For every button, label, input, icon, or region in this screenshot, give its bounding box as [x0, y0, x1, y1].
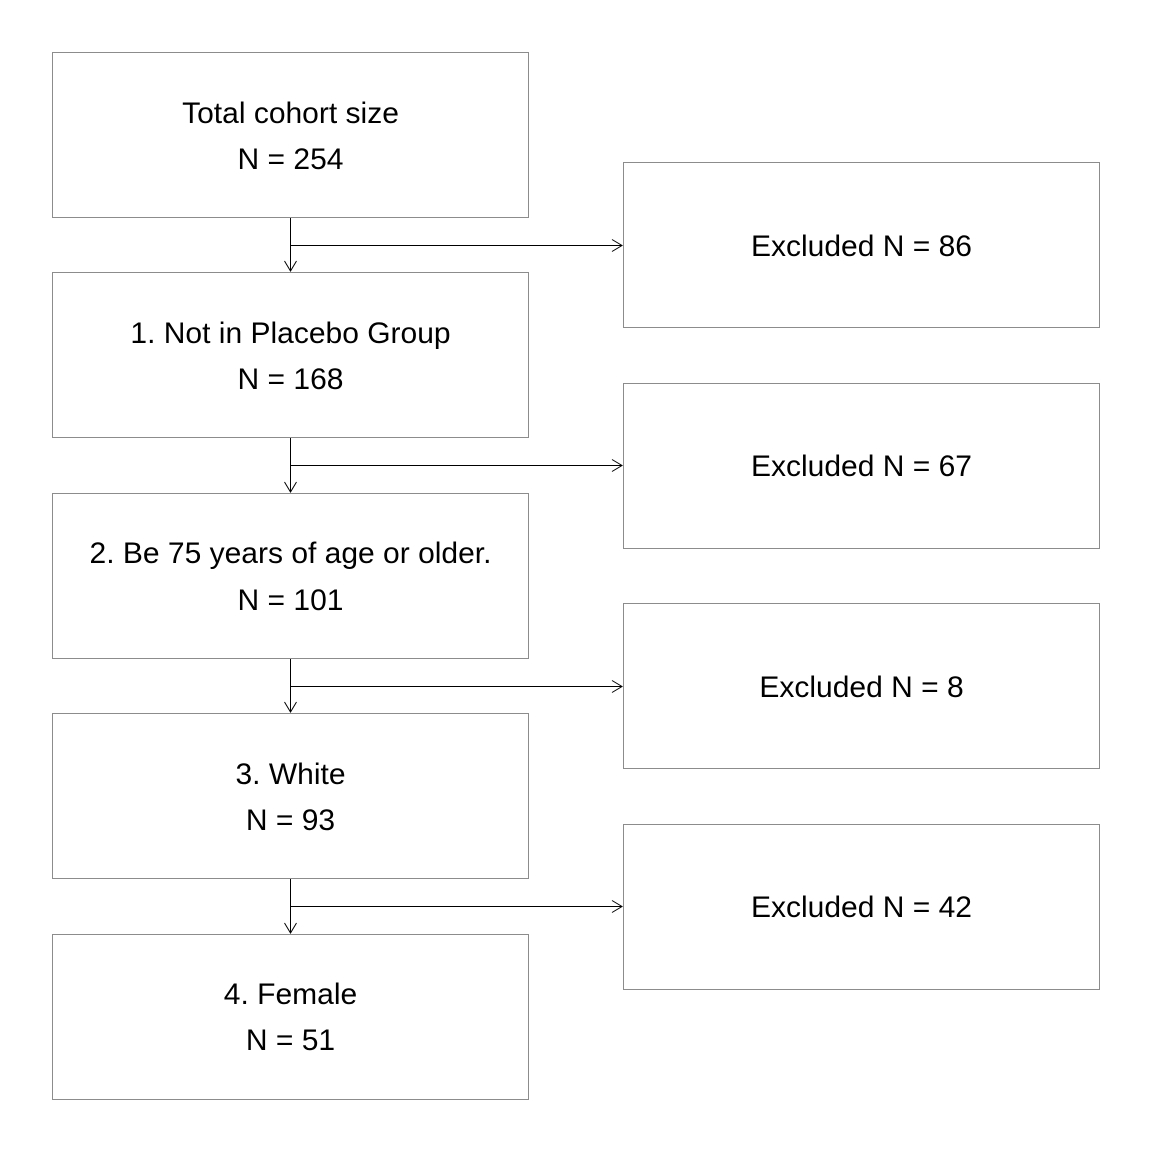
- step-label: 2. Be 75 years of age or older.: [90, 537, 492, 570]
- exclusion-box-3: Excluded N = 8: [623, 603, 1100, 769]
- connector-1: [284, 218, 623, 272]
- down-arrowhead-icon: [284, 260, 297, 272]
- connector-3: [284, 659, 623, 713]
- step-box-1: 1. Not in Placebo Group N = 168: [52, 272, 529, 438]
- step-box-frame: [52, 713, 529, 879]
- down-arrowhead-icon: [284, 481, 297, 493]
- exclusion-label: Excluded N = 67: [751, 450, 972, 483]
- step-count: N = 168: [238, 363, 344, 396]
- step-box-frame: [52, 52, 529, 218]
- step-box-2: 2. Be 75 years of age or older. N = 101: [52, 493, 529, 659]
- step-label: 3. White: [235, 758, 345, 791]
- step-box-frame: [52, 934, 529, 1100]
- step-count: N = 93: [246, 804, 335, 837]
- step-count: N = 51: [246, 1024, 335, 1057]
- step-box-4: 4. Female N = 51: [52, 934, 529, 1100]
- step-count: N = 101: [238, 584, 344, 617]
- right-arrowhead-icon: [611, 459, 623, 472]
- step-label: 1. Not in Placebo Group: [130, 317, 450, 350]
- exclusion-box-1: Excluded N = 86: [623, 162, 1100, 328]
- step-box-total: Total cohort size N = 254: [52, 52, 529, 218]
- exclusion-box-frame: [623, 162, 1100, 328]
- down-arrowhead-icon: [284, 922, 297, 934]
- right-arrowhead-icon: [611, 680, 623, 693]
- exclusion-box-frame: [623, 824, 1100, 990]
- right-arrowhead-icon: [611, 900, 623, 913]
- step-box-frame: [52, 272, 529, 438]
- down-arrowhead-icon: [284, 701, 297, 713]
- right-arrowhead-icon: [611, 239, 623, 252]
- step-label: 4. Female: [224, 978, 357, 1011]
- exclusion-label: Excluded N = 42: [751, 891, 972, 924]
- connector-2: [284, 438, 623, 493]
- connector-4: [284, 879, 623, 934]
- exclusion-box-frame: [623, 603, 1100, 769]
- step-count: N = 254: [238, 143, 344, 176]
- exclusion-box-2: Excluded N = 67: [623, 383, 1100, 549]
- exclusion-box-4: Excluded N = 42: [623, 824, 1100, 990]
- exclusion-box-frame: [623, 383, 1100, 549]
- step-box-3: 3. White N = 93: [52, 713, 529, 879]
- exclusion-label: Excluded N = 8: [759, 671, 963, 704]
- step-box-frame: [52, 493, 529, 659]
- step-label: Total cohort size: [182, 97, 399, 130]
- exclusion-label: Excluded N = 86: [751, 230, 972, 263]
